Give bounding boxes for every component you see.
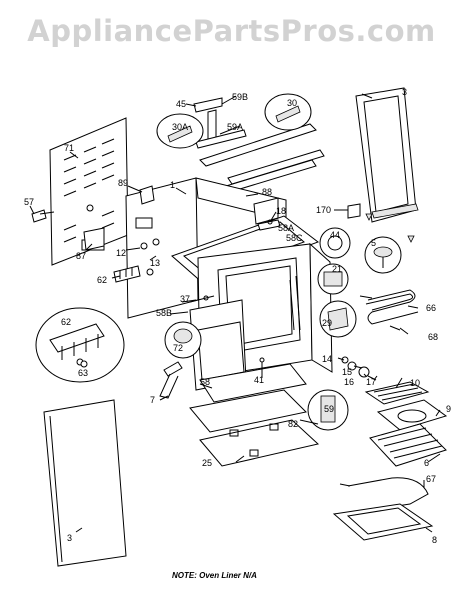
- label-44: 44: [330, 230, 340, 240]
- part-30A-detail[interactable]: [156, 113, 204, 149]
- part-87[interactable]: [83, 227, 105, 251]
- part-62-block[interactable]: [113, 265, 141, 283]
- part-30-detail[interactable]: [264, 93, 312, 131]
- label-8: 8: [432, 535, 437, 545]
- label-58A: 58A: [278, 223, 294, 233]
- label-30: 30: [287, 98, 297, 108]
- label-68: 68: [428, 332, 438, 342]
- label-14: 14: [322, 354, 332, 364]
- label-3-upper: 3: [402, 87, 407, 97]
- label-58: 58: [200, 377, 210, 387]
- part-9-pan[interactable]: [376, 399, 448, 431]
- label-21: 21: [332, 264, 342, 274]
- label-25: 25: [202, 458, 212, 468]
- part-89[interactable]: [139, 185, 155, 205]
- label-72: 72: [173, 343, 183, 353]
- part-72-detail[interactable]: [164, 321, 202, 359]
- label-170: 170: [316, 205, 331, 215]
- label-30A: 30A: [172, 122, 188, 132]
- leader-lines: [29, 93, 441, 533]
- label-5: 5: [371, 238, 376, 248]
- part-58-floor[interactable]: [199, 363, 307, 403]
- label-89: 89: [118, 178, 128, 188]
- label-82: 82: [288, 419, 298, 429]
- part-82-panel[interactable]: [189, 389, 308, 433]
- part-broil-element[interactable]: [359, 289, 419, 331]
- label-18: 18: [276, 206, 286, 216]
- part-6-rack[interactable]: [369, 423, 447, 467]
- label-58C: 58C: [286, 233, 303, 243]
- part-oven-cavity[interactable]: [189, 242, 333, 391]
- part-62-detail[interactable]: [35, 307, 125, 383]
- part-5-knob[interactable]: [364, 236, 402, 274]
- oven-liner-note: NOTE: Oven Liner N/A: [172, 571, 257, 580]
- part-bracket-57[interactable]: [31, 209, 55, 223]
- label-59A: 59A: [227, 122, 243, 132]
- label-45: 45: [176, 99, 186, 109]
- part-18[interactable]: [257, 219, 281, 231]
- part-25-drawer[interactable]: [199, 419, 320, 467]
- part-10-grille[interactable]: [364, 381, 430, 405]
- label-15: 15: [342, 367, 352, 377]
- label-9: 9: [446, 404, 451, 414]
- label-6: 6: [424, 458, 429, 468]
- part-63[interactable]: [80, 360, 88, 368]
- part-170[interactable]: [347, 203, 415, 243]
- label-3-lower: 3: [67, 533, 72, 543]
- label-1: 1: [170, 180, 175, 190]
- part-8-panel[interactable]: [332, 503, 434, 541]
- part-side-panel-lower[interactable]: [43, 399, 127, 567]
- label-16: 16: [344, 377, 354, 387]
- label-71: 71: [64, 143, 74, 153]
- label-59: 59: [324, 404, 334, 414]
- label-7: 7: [150, 395, 155, 405]
- label-37: 37: [180, 294, 190, 304]
- label-41: 41: [254, 375, 264, 385]
- part-44-knob[interactable]: [319, 227, 351, 259]
- label-17: 17: [366, 377, 376, 387]
- label-62-upper: 62: [97, 275, 107, 285]
- label-62-detail: 62: [61, 317, 71, 327]
- part-side-panel-upper[interactable]: [355, 87, 419, 223]
- part-88[interactable]: [253, 197, 279, 225]
- part-7-wire[interactable]: [159, 361, 183, 399]
- part-21-detail[interactable]: [317, 263, 349, 295]
- part-labels: 45 59B 30 30A 59A 3 71 1 89 88 18 57 170…: [24, 87, 451, 545]
- label-88: 88: [262, 187, 272, 197]
- part-14-15-16-17[interactable]: [341, 356, 377, 381]
- label-57: 57: [24, 197, 34, 207]
- label-66: 66: [426, 303, 436, 313]
- label-58B: 58B: [156, 308, 172, 318]
- label-13: 13: [150, 258, 160, 268]
- part-29-detail[interactable]: [319, 300, 357, 338]
- label-59B: 59B: [232, 92, 248, 102]
- part-59-detail[interactable]: [307, 389, 349, 431]
- label-67: 67: [426, 474, 436, 484]
- watermark-text: AppliancePartsPros.com: [27, 14, 436, 48]
- label-87: 87: [76, 251, 86, 261]
- label-29: 29: [322, 318, 332, 328]
- label-10: 10: [410, 378, 420, 388]
- part-top-brackets[interactable]: [193, 97, 325, 193]
- part-67-bake-element[interactable]: [339, 477, 429, 509]
- label-63: 63: [78, 368, 88, 378]
- part-37[interactable]: [189, 295, 215, 303]
- label-12: 12: [116, 248, 126, 258]
